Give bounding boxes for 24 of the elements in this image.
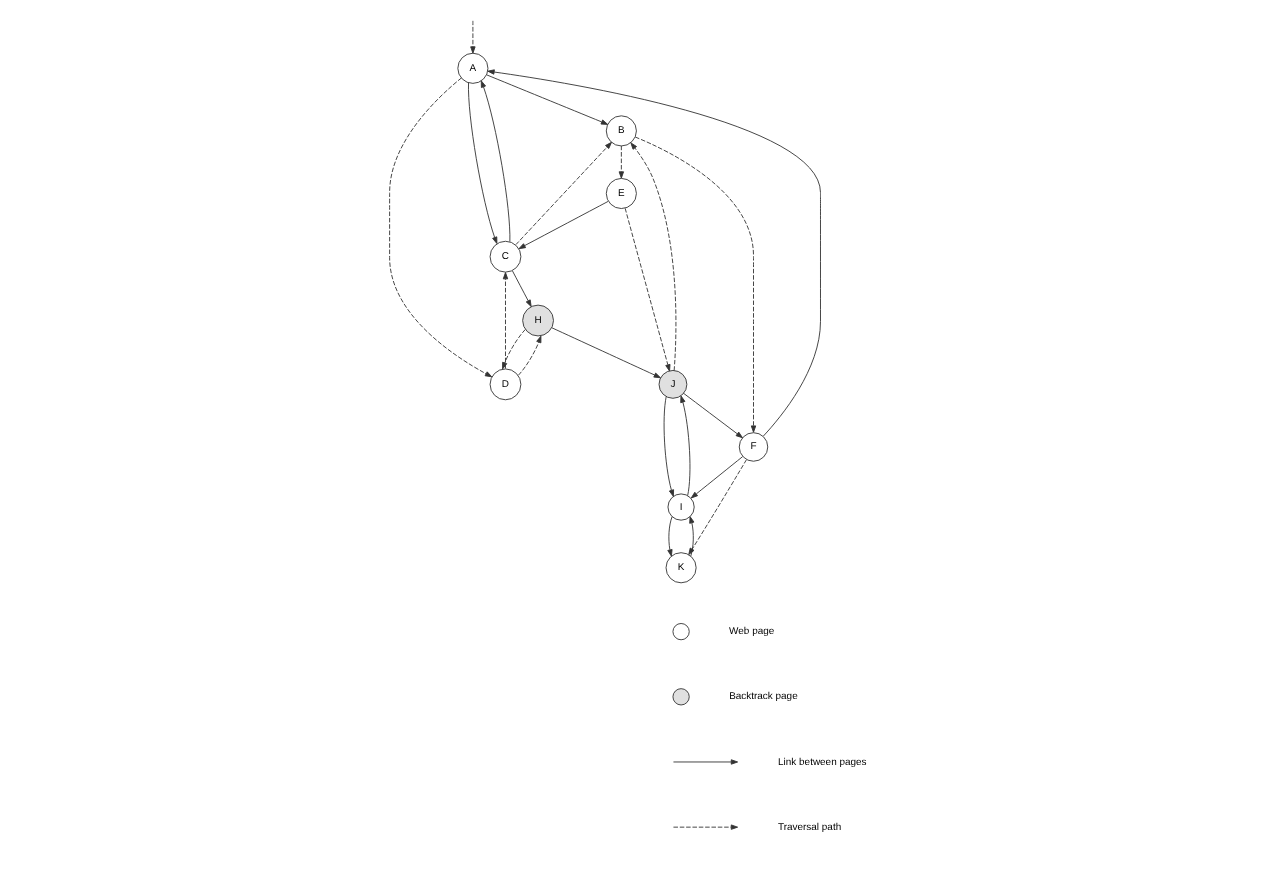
arrow xyxy=(630,142,677,372)
arrow xyxy=(551,327,661,379)
arrow xyxy=(486,74,609,125)
arrow xyxy=(518,200,609,250)
arrow xyxy=(502,329,526,370)
arrow xyxy=(618,145,625,179)
arrow xyxy=(688,459,747,556)
arrow xyxy=(690,456,743,499)
arrow xyxy=(389,77,493,378)
arrow xyxy=(667,516,673,557)
arrow xyxy=(680,395,691,497)
arrow xyxy=(468,82,498,244)
arrow xyxy=(518,335,542,376)
arrow xyxy=(502,272,509,369)
arrow xyxy=(634,136,757,433)
arrow xyxy=(480,80,511,243)
arrow xyxy=(683,392,743,439)
arrow xyxy=(663,395,675,497)
arrow xyxy=(515,141,612,245)
arrow xyxy=(511,270,532,307)
arrow xyxy=(689,516,695,557)
arrow xyxy=(624,207,671,372)
arrow xyxy=(487,69,821,437)
arrow xyxy=(470,20,476,54)
